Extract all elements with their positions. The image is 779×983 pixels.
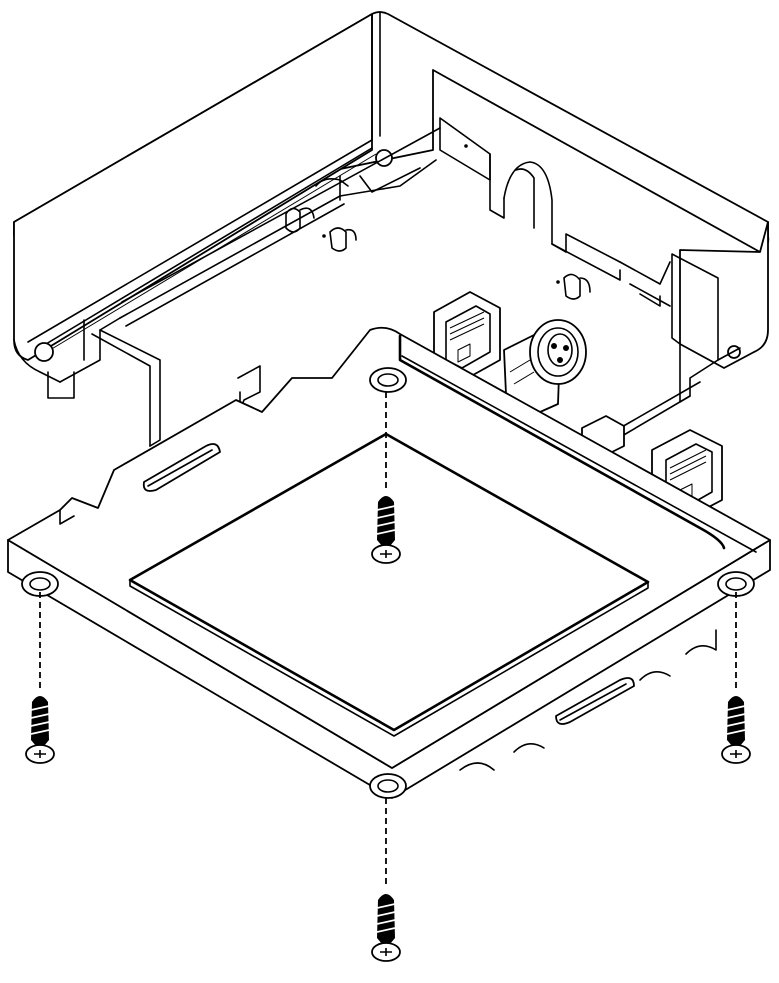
clip-right xyxy=(563,273,581,300)
box-corner-hole-left xyxy=(34,342,54,362)
round-connector xyxy=(503,319,587,413)
box-left-wall xyxy=(13,13,373,361)
box-right-wall xyxy=(679,221,769,369)
clip-left xyxy=(285,207,301,233)
screw-icon xyxy=(371,894,401,962)
clip-center xyxy=(329,227,347,252)
plate-hole-top xyxy=(369,367,407,393)
screw-icon xyxy=(371,496,401,564)
plate-hole-bottom xyxy=(369,773,407,799)
enclosure-box xyxy=(13,11,770,447)
screw-icon xyxy=(721,696,751,764)
assembly-lines xyxy=(39,392,737,888)
screw-icon xyxy=(25,696,55,764)
